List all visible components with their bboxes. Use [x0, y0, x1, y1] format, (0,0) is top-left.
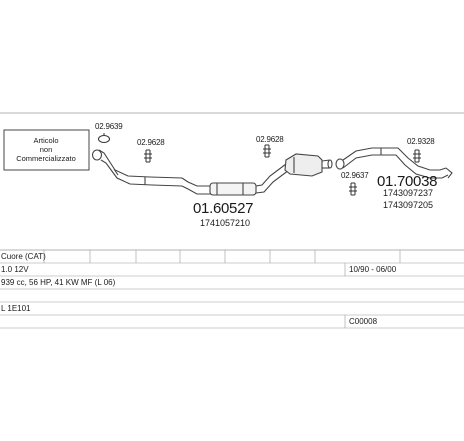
vehicle-model: Cuore (CAT) [1, 252, 46, 261]
not-sold-notice-box [3, 129, 90, 171]
vehicle-production: 10/90 - 06/00 [349, 265, 397, 274]
clamp-3-icon [263, 144, 271, 158]
clamp-3-code: 02.9628 [256, 135, 284, 144]
clamp-2-icon [144, 149, 152, 163]
front-pipe [91, 149, 183, 187]
vehicle-engine: 1.0 12V [1, 265, 29, 274]
notice-line-1: Articolo [33, 136, 59, 145]
catalog-code: C00008 [349, 317, 378, 326]
rear-silencer [284, 153, 333, 177]
not-sold-notice: Articolo non Commercializzato [5, 136, 87, 163]
rear-part-code: 01.70038 [377, 173, 438, 190]
middle-silencer [181, 163, 290, 196]
clamp-2-code: 02.9628 [137, 138, 165, 147]
notice-line-3: Commercializzato [16, 154, 76, 163]
rear-oem-code-2: 1743097205 [383, 200, 434, 210]
vehicle-type: L 1E101 [1, 304, 31, 313]
middle-part-code: 01.60527 [193, 200, 254, 217]
clamp-5-icon [413, 149, 421, 163]
clamp-4-icon [349, 182, 357, 196]
rear-oem-code-1: 1743097237 [383, 188, 434, 198]
clamp-1-code: 02.9639 [95, 122, 123, 131]
clamp-1-icon [98, 133, 110, 143]
info-table-grid [0, 250, 464, 329]
rear-pipe [335, 147, 453, 179]
clamp-5-code: 02.9328 [407, 137, 435, 146]
clamp-4-code: 02.9637 [341, 171, 369, 180]
vehicle-spec: 939 cc, 56 HP, 41 KW MF (L 06) [1, 278, 116, 287]
middle-oem-code: 1741057210 [200, 218, 251, 228]
notice-line-2: non [39, 145, 53, 154]
